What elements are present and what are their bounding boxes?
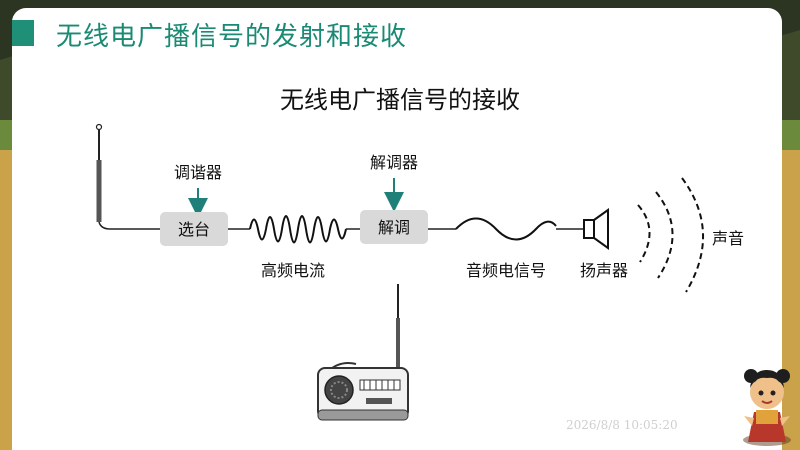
speaker-icon — [583, 208, 609, 250]
title-accent-bar — [12, 20, 34, 46]
tuner-box — [160, 212, 228, 246]
demod-caption: 解调器 — [370, 153, 418, 172]
demod-box — [360, 210, 428, 244]
tuner-box-label: 选台 — [178, 220, 210, 239]
antenna-icon — [95, 123, 160, 230]
demod-box-label: 解调 — [378, 218, 410, 237]
timestamp: 2026/8/8 10:05:20 — [566, 418, 678, 432]
radio-icon — [317, 284, 409, 421]
audio-signal-label: 音频电信号 — [466, 261, 546, 280]
hf-current-label: 高频电流 — [261, 261, 325, 280]
tuner-caption: 调谐器 — [174, 163, 222, 182]
slide-title: 无线电广播信号的发射和接收 — [56, 22, 408, 52]
audio-wave — [455, 217, 557, 241]
diagram-heading: 无线电广播信号的接收 — [280, 86, 520, 114]
sound-wave-icon — [637, 177, 704, 293]
sound-label: 声音 — [712, 229, 744, 248]
hf-wave — [249, 215, 347, 244]
speaker-label: 扬声器 — [580, 261, 628, 280]
mascot-icon — [743, 369, 791, 446]
